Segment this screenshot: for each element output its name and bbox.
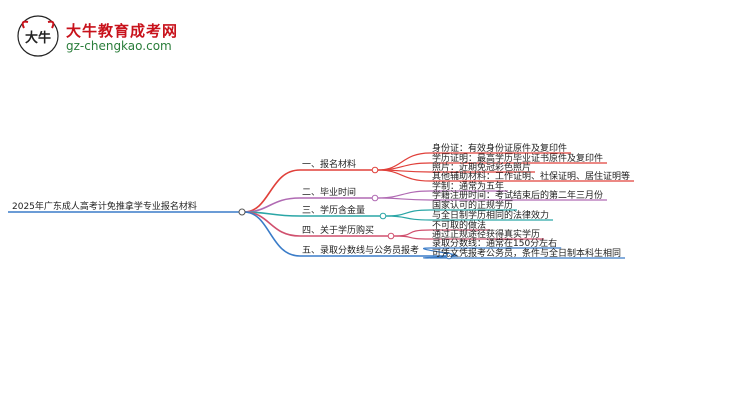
leaf-label-2-1: 学制：通常为五年: [432, 180, 504, 192]
leaf-edge-1-4: [377, 169, 431, 182]
branch-connector-3: [379, 212, 387, 220]
leaf-label-1-3: 照片：近期免冠彩色照片: [432, 161, 531, 173]
branch-label-4: 四、关于学历购买: [302, 224, 374, 236]
logo-mark-text: 大牛: [25, 30, 51, 46]
branch-label-3: 三、学历含金量: [302, 204, 365, 216]
branch-connector-4: [387, 232, 395, 240]
leaf-label-4-2: 通过正规途径获得真实学历: [432, 228, 540, 240]
root-node-label: 2025年广东成人高考计免推拿学专业报名材料: [12, 200, 197, 212]
leaf-edge-1-1: [377, 152, 431, 171]
mindmap-nodes: 2025年广东成人高考计免推拿学专业报名材料 一、报名材料 身份证：有效身份证原件及…: [12, 142, 630, 260]
leaf-label-1-4: 其他辅助材料：工作证明、社保证明、居住证明等: [432, 170, 630, 182]
root-node-connector: [238, 208, 246, 216]
leaf-label-1-1: 身份证：有效身份证原件及复印件: [432, 142, 567, 154]
branch-connector-5: [445, 252, 453, 260]
leaf-label-4-1: 不可取的做法: [432, 219, 486, 231]
mindmap-edges: [8, 152, 635, 259]
branch-connector-1: [371, 166, 379, 174]
leaf-edge-4-2: [393, 235, 431, 240]
site-logo[interactable]: 大牛 大牛教育成考网 gz-chengkao.com: [16, 14, 246, 62]
leaf-edge-3-1: [385, 209, 431, 217]
leaf-edge-2-1: [377, 190, 431, 199]
branch-connector-2: [371, 194, 379, 202]
leaf-label-2-2: 学籍注册时间：考试结束后的第二年三月份: [432, 189, 603, 201]
branch-label-1: 一、报名材料: [302, 158, 356, 170]
leaf-edge-3-2: [385, 215, 431, 221]
leaf-edge-4-1: [393, 229, 431, 237]
bull-logo-icon: 大牛: [17, 15, 59, 57]
leaf-label-3-2: 与全日制学历相同的法律效力: [432, 209, 549, 221]
site-title: 大牛教育成考网: [66, 22, 179, 40]
leaf-label-1-2: 学历证明：最高学历毕业证书原件及复印件: [432, 152, 603, 164]
leaf-label-5-1: 录取分数线：通常在150分左右: [432, 237, 557, 249]
leaf-edge-5-2: [422, 255, 458, 259]
branch-label-2: 二、毕业时间: [302, 186, 356, 198]
branch-edge-1: [243, 169, 301, 213]
leaf-edge-2-2: [377, 197, 431, 201]
branch-edge-5: [243, 211, 301, 257]
site-domain: gz-chengkao.com: [66, 39, 172, 53]
leaf-label-3-1: 国家认可的正规学历: [432, 199, 513, 211]
leaf-label-5-2: 可凭文凭报考公务员，条件与全日制本科生相同: [432, 247, 621, 259]
branch-label-5: 五、录取分数线与公务员报考: [302, 244, 419, 256]
